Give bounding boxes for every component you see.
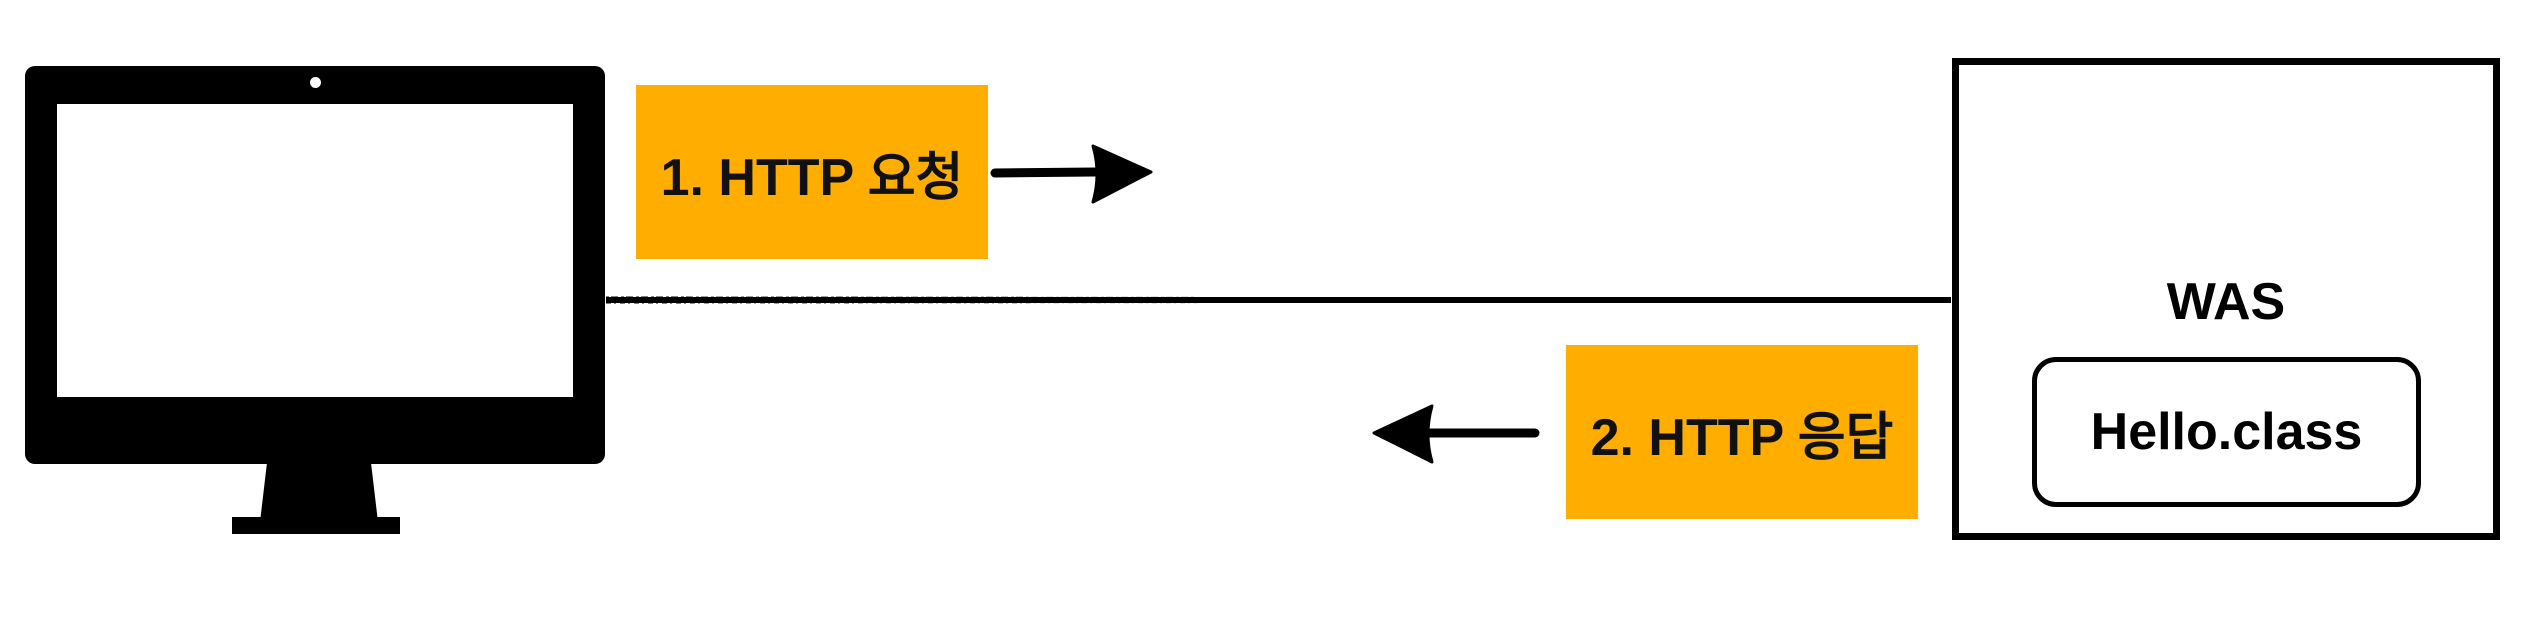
monitor-base — [232, 517, 400, 534]
monitor-screen — [57, 104, 573, 397]
monitor-stand — [260, 462, 378, 522]
http-response-label: 2. HTTP 응답 — [1566, 345, 1918, 519]
arrow-left-icon — [1372, 404, 1540, 464]
camera-icon — [310, 77, 321, 88]
arrow-right-icon — [990, 144, 1153, 204]
was-title: WAS — [2166, 273, 2286, 331]
http-request-label: 1. HTTP 요청 — [636, 85, 988, 259]
hello-class-box: Hello.class — [2032, 357, 2421, 507]
connection-line — [606, 296, 1951, 304]
